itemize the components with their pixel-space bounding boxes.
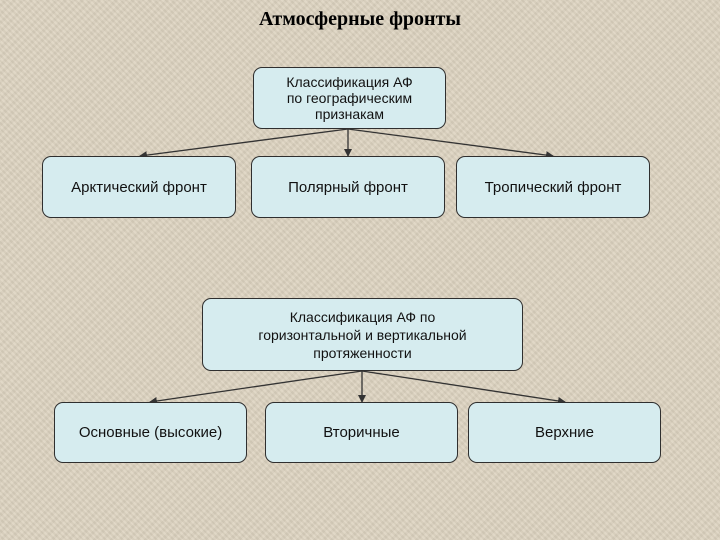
geo-classification-node: Классификация АФ по географическим призн… xyxy=(253,67,446,129)
polar-front-node: Полярный фронт xyxy=(251,156,445,218)
main-fronts-node: Основные (высокие) xyxy=(54,402,247,463)
connector-geo-arctic xyxy=(139,128,349,160)
extent-classification-label: Классификация АФ по горизонтальной и вер… xyxy=(258,308,467,361)
secondary-fronts-node: Вторичные xyxy=(265,402,458,463)
extent-classification-node: Классификация АФ по горизонтальной и вер… xyxy=(202,298,523,371)
arctic-front-node: Арктический фронт xyxy=(42,156,236,218)
geo-classification-label: Классификация АФ по географическим призн… xyxy=(286,74,413,122)
connector-geo-tropical xyxy=(347,128,554,160)
polar-front-label: Полярный фронт xyxy=(288,178,408,196)
connector-extent-upper xyxy=(361,370,566,405)
upper-fronts-label: Верхние xyxy=(534,424,595,441)
tropical-front-node: Тропический фронт xyxy=(456,156,650,218)
tropical-front-label: Тропический фронт xyxy=(484,178,622,196)
arctic-front-label: Арктический фронт xyxy=(71,178,207,196)
main-fronts-label: Основные (высокие) xyxy=(78,424,223,441)
secondary-fronts-label: Вторичные xyxy=(323,424,400,441)
page-title: Атмосферные фронты xyxy=(258,8,462,30)
connector-extent-main xyxy=(149,370,363,405)
upper-fronts-node: Верхние xyxy=(468,402,661,463)
